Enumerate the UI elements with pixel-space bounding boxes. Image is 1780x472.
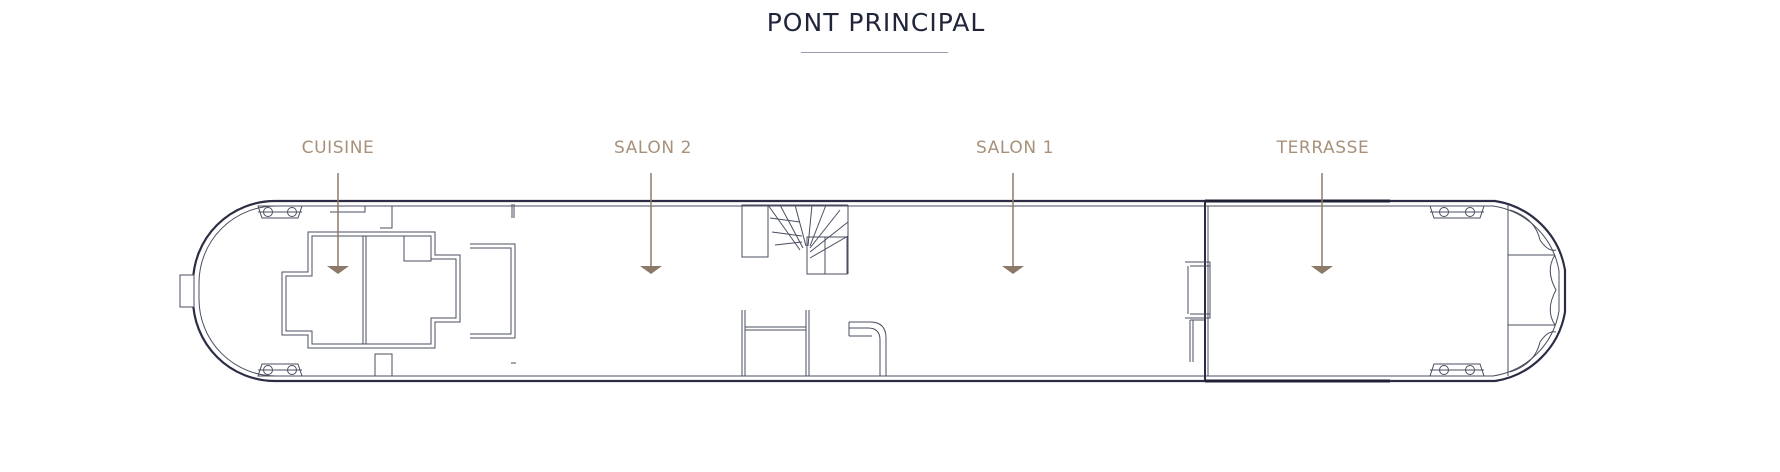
arrow-salon-1 [1002,173,1024,274]
arrow-salon-2 [640,173,662,274]
bow-bumper [179,274,195,308]
hull-outline [191,199,1567,383]
arrow-cuisine [327,173,349,274]
stern-details [1507,205,1557,376]
bollards [257,205,1485,377]
room-label-salon-1: SALON 1 [975,138,1055,158]
room-label-terrasse: TERRASSE [1276,138,1370,158]
kitchen-block [281,204,516,377]
title-underline [801,52,948,53]
room-arrows [327,173,1333,274]
arrow-terrasse [1311,173,1333,274]
bar-fixture [741,310,887,376]
staircase [741,204,849,275]
page-title: PONT PRINCIPAL [766,8,986,37]
hull-inner-outline [198,205,1560,377]
room-label-cuisine: CUISINE [301,138,375,158]
room-label-salon-2: SALON 2 [613,138,693,158]
terrace-partition [1185,199,1390,383]
